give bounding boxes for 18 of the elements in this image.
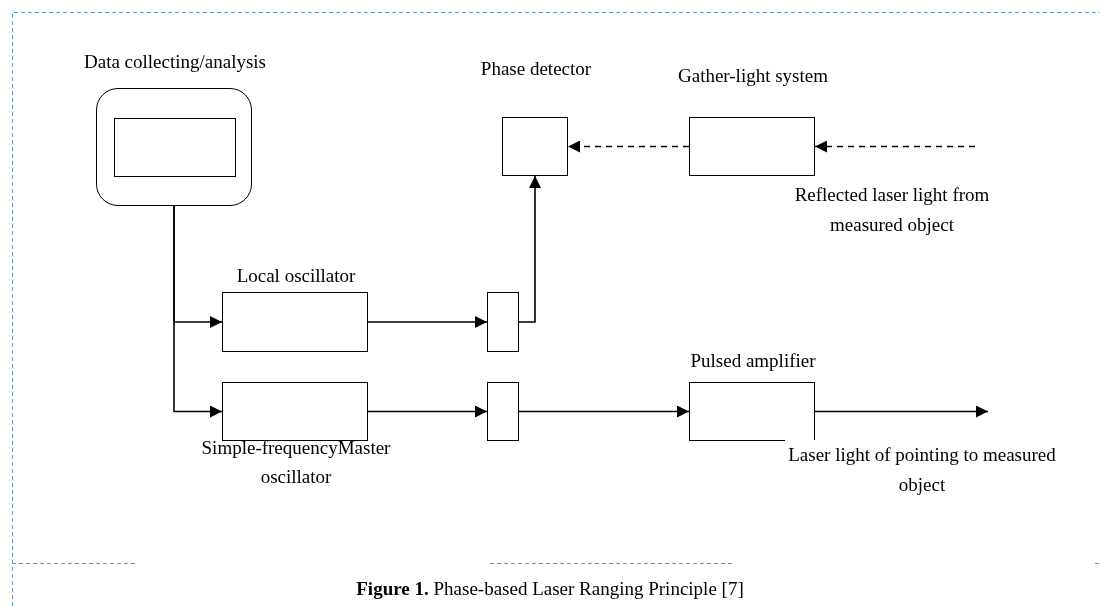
node-label: Data collecting/analysis <box>83 51 267 73</box>
arrow <box>518 175 541 323</box>
arrow <box>173 205 223 418</box>
signal-arrow <box>814 140 976 153</box>
node-label: Gather-light system <box>677 65 829 87</box>
arrow <box>367 316 488 328</box>
node-label: Pulsed amplifier <box>689 350 817 372</box>
arrow <box>567 140 690 153</box>
arrow <box>518 405 690 418</box>
node-label: Simple-frequencyMaster oscillator <box>200 436 392 489</box>
figure-caption: Figure 1. Phase-based Laser Ranging Principle [7] <box>355 578 745 600</box>
arrow <box>367 405 488 418</box>
node-label: Local oscillator <box>235 265 357 287</box>
node-label: Phase detector <box>479 58 593 80</box>
signal-arrow <box>814 405 989 418</box>
display-box <box>114 118 236 177</box>
mixer-box <box>487 292 519 352</box>
mixer-box <box>487 382 519 441</box>
